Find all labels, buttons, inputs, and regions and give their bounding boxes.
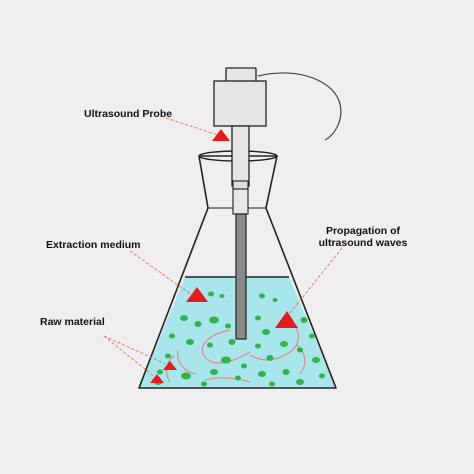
wave-line: [204, 377, 251, 383]
probe-collar: [232, 188, 249, 215]
particle: [272, 298, 278, 302]
probe-body: [213, 80, 267, 127]
particle: [259, 293, 265, 299]
probe-cap: [225, 67, 257, 83]
particle: [208, 291, 214, 297]
leader-lines: [103, 117, 343, 379]
particle: [262, 329, 270, 335]
particle: [255, 343, 261, 349]
particle: [235, 375, 241, 381]
particle: [225, 323, 231, 329]
ultrasound-wave-lines: [165, 319, 306, 383]
particle: [180, 315, 188, 321]
particle: [165, 353, 171, 359]
particle: [241, 363, 247, 369]
probe-pointer-triangle: [212, 129, 230, 141]
waves-pointer-triangle: [275, 311, 298, 328]
wave-line: [249, 319, 299, 361]
particle: [319, 373, 325, 379]
particle: [209, 316, 219, 324]
probe-rod: [235, 213, 247, 340]
particle: [186, 339, 194, 345]
ultrasound-probe-label: Ultrasound Probe: [84, 108, 173, 120]
particle: [297, 347, 303, 353]
particle: [207, 342, 213, 348]
particle: [201, 381, 207, 387]
wave-propagation-label: Propagation of ultrasound waves: [318, 225, 408, 249]
raw-pointer-triangle: [163, 361, 177, 370]
raw-leader-line: [103, 335, 157, 379]
raw-pointer-triangle: [150, 374, 164, 383]
particle: [258, 371, 266, 377]
probe-leader-line: [165, 117, 219, 136]
particle: [255, 315, 261, 321]
particle: [300, 317, 308, 323]
particle: [169, 333, 175, 339]
extraction-medium-label: Extraction medium: [46, 239, 141, 251]
particle: [282, 369, 290, 375]
particle: [228, 339, 236, 345]
particle: [280, 341, 288, 347]
raw-leader-line: [103, 335, 171, 367]
wave-line: [177, 349, 197, 375]
particle: [194, 321, 202, 327]
particle: [312, 357, 320, 363]
probe-shaft: [231, 125, 250, 187]
particle: [181, 372, 191, 380]
particle: [157, 369, 163, 375]
particle: [269, 381, 275, 387]
pointer-markers: [150, 129, 298, 383]
raw-material-label: Raw material: [40, 316, 105, 328]
wave-line: [201, 329, 251, 364]
particle: [296, 379, 304, 385]
particle: [266, 355, 274, 361]
medium-leader-line: [129, 250, 193, 296]
wave-line: [295, 343, 306, 375]
medium-pointer-triangle: [186, 287, 208, 302]
particle: [219, 294, 225, 298]
particle: [221, 356, 231, 364]
probe-cable: [257, 72, 342, 141]
particle: [210, 369, 218, 375]
probe-collar: [232, 180, 249, 190]
particle: [309, 333, 315, 339]
